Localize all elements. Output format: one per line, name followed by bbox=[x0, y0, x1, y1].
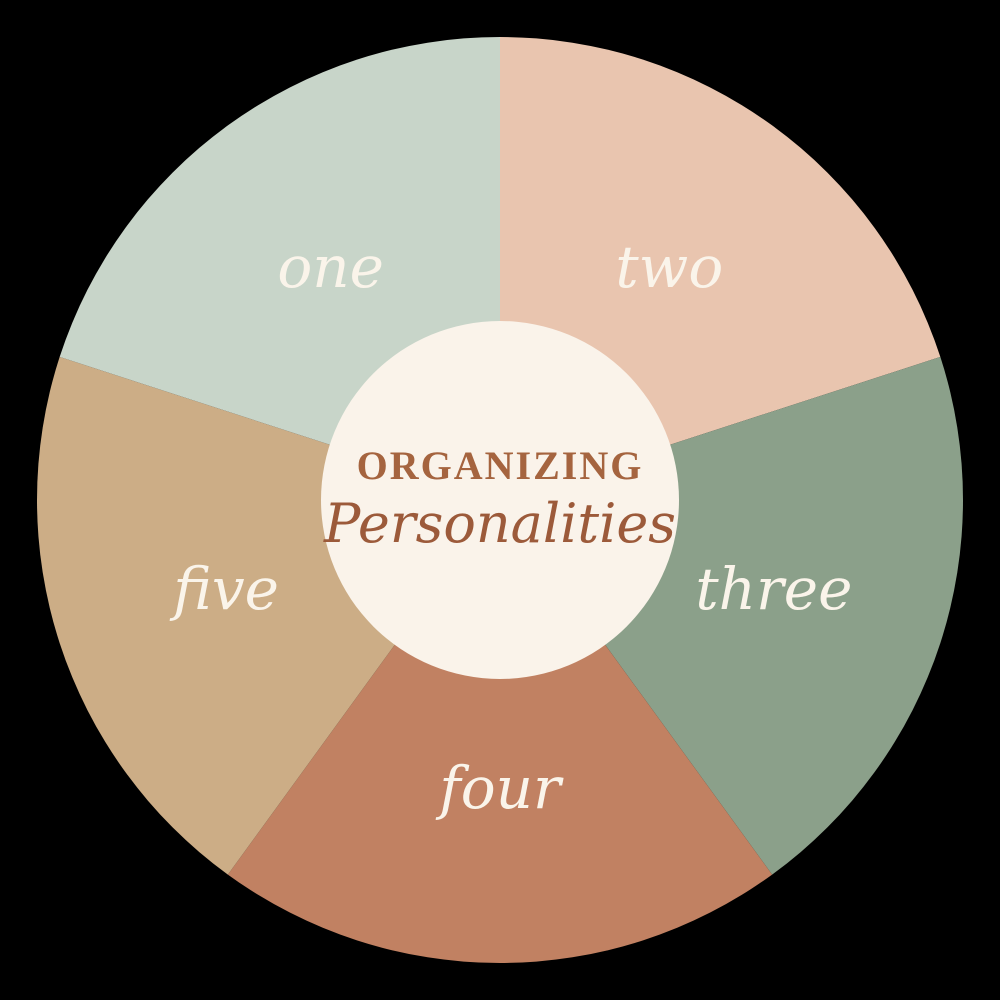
center-title-script: Personalities bbox=[323, 492, 677, 556]
segment-four bbox=[227, 500, 773, 963]
segment-label-five: five bbox=[169, 555, 279, 623]
wheel-center-circle: ORGANIZING Personalities bbox=[321, 321, 679, 679]
segment-label-three: three bbox=[695, 555, 852, 623]
center-title-caps: ORGANIZING bbox=[356, 443, 644, 489]
segment-label-four: four bbox=[435, 754, 564, 822]
segment-label-two: two bbox=[615, 233, 723, 301]
segment-label-one: one bbox=[277, 233, 384, 301]
